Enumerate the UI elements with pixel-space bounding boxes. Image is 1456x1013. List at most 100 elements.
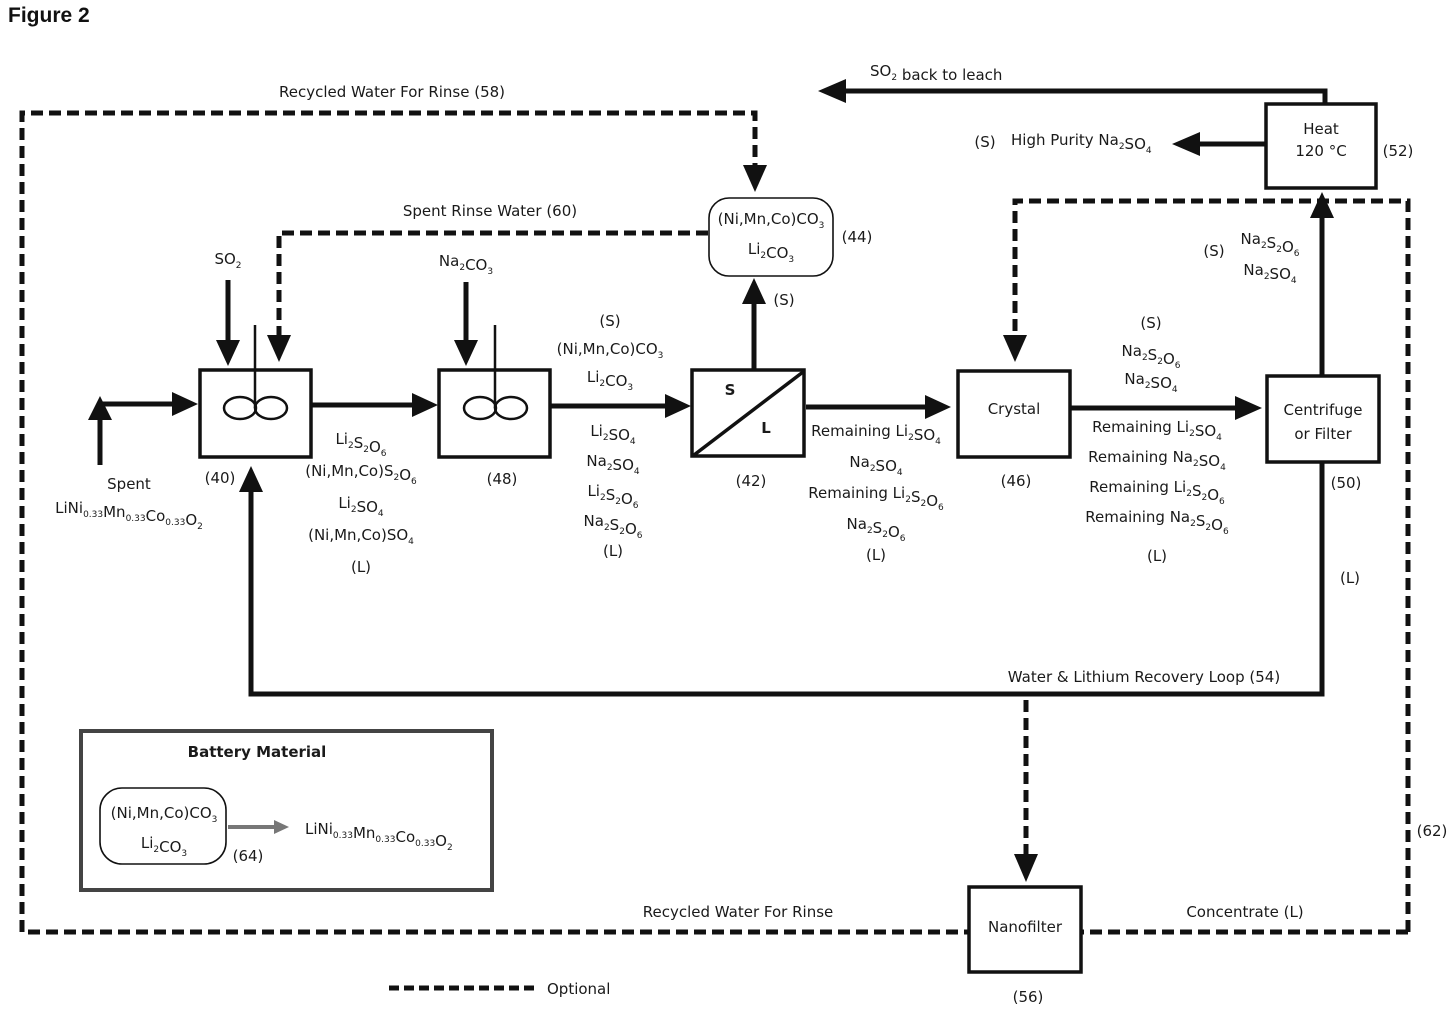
heat-name-line-1: 120 °C <box>1295 142 1346 160</box>
battery-product-label: LiNi0.33Mn0.33Co0.33O2 <box>305 820 453 853</box>
arrowhead-high-purity <box>1172 132 1200 156</box>
precip-out-solid-stream-0: (S) <box>599 312 620 330</box>
arrowhead-spent-up <box>88 396 112 420</box>
precip-out-liquid-stream-3: Na2S2O6 <box>584 512 643 541</box>
arrowhead-to-leach <box>172 392 198 416</box>
ref-52-label: (52) <box>1383 142 1414 160</box>
ref-64-label: (64) <box>233 847 264 865</box>
recycle-line-62 <box>1012 198 1411 932</box>
ref-50-label: (50) <box>1331 474 1362 492</box>
arrowhead-to-centrifuge <box>1235 396 1262 420</box>
high-purity-label: High Purity Na2SO4 <box>1011 131 1152 156</box>
spent-label: Spent <box>107 475 151 493</box>
precip-out-solid-stream-1: (Ni,Mn,Co)CO3 <box>557 340 664 361</box>
precursor-box-64 <box>99 787 227 865</box>
heat-name-line-0: Heat <box>1303 120 1339 138</box>
leach-out-stream-0: Li2S2O6 <box>335 430 386 459</box>
recycled-rinse-line-58 <box>19 110 1408 935</box>
arrowhead-to-crystal-46 <box>1003 335 1027 362</box>
crystal-out-solid-stream-0: (S) <box>1140 314 1161 332</box>
ref-48-label: (48) <box>487 470 518 488</box>
crystal-out-liquid-stream-4: (L) <box>1147 547 1167 565</box>
leach-out-stream-2: Li2SO4 <box>338 494 384 519</box>
battery-material-box <box>79 729 494 892</box>
so2-back-label: SO2 back to leach <box>870 62 1002 84</box>
ref-56-label: (56) <box>1013 988 1044 1006</box>
water-lithium-loop-line <box>248 462 1325 697</box>
crystal-out-liquid-stream-2: Remaining Li2S2O6 <box>1089 478 1225 507</box>
precip-out-liquid-stream-1: Na2SO4 <box>586 452 639 477</box>
figure-title: Figure 2 <box>8 4 90 27</box>
separator-l-label: L <box>761 419 771 437</box>
separator-solid-label: (S) <box>773 291 794 309</box>
separator-s-label: S <box>725 381 736 399</box>
crystal-out-liquid-stream-1: Remaining Na2SO4 <box>1088 448 1226 473</box>
nanofilter-name-label: Nanofilter <box>988 918 1063 936</box>
ref-46-label: (46) <box>1001 472 1032 490</box>
centrifuge-liquid-label: (L) <box>1340 569 1360 587</box>
arrowhead-so2 <box>216 340 240 366</box>
legend-optional-label: Optional <box>547 980 610 998</box>
spent-rinse-line-60 <box>276 230 708 340</box>
leach-out-stream-1: (Ni,Mn,Co)S2O6 <box>305 462 417 487</box>
product-44-line-0: (Ni,Mn,Co)CO3 <box>718 210 825 231</box>
high-purity-phase-label: (S) <box>974 133 995 151</box>
concentrate-label: Concentrate (L) <box>1186 903 1303 921</box>
battery-precursor-line-1: Li2CO3 <box>141 834 187 859</box>
ref-42-label: (42) <box>736 472 767 490</box>
leach-reactor-40 <box>198 325 313 459</box>
recycled-rinse-bottom-label: Recycled Water For Rinse <box>643 903 834 921</box>
spent-feed-line <box>97 401 175 465</box>
nanofilter-56 <box>967 885 1083 974</box>
recycled-rinse-58-label: Recycled Water For Rinse (58) <box>279 83 505 101</box>
product-box-44 <box>708 197 834 277</box>
spent-rinse-60-label: Spent Rinse Water (60) <box>403 202 577 220</box>
centrifuge-solid-label: (S) <box>1203 242 1224 260</box>
arrowhead-so2-back <box>818 79 846 103</box>
arrowhead-to-leach-40 <box>267 335 291 362</box>
product-44-line-1: Li2CO3 <box>748 240 794 265</box>
precip-out-solid-stream-2: Li2CO3 <box>587 368 633 393</box>
leach-out-stream-4: (L) <box>351 558 371 576</box>
heat-52 <box>1264 102 1378 190</box>
ref-62-label: (62) <box>1417 822 1448 840</box>
arrowhead-to-separator <box>665 394 691 418</box>
battery-precursor-line-0: (Ni,Mn,Co)CO3 <box>111 804 218 825</box>
arrowhead-loop-to-leach <box>239 466 263 492</box>
arrowhead-to-product-44 <box>743 165 767 192</box>
ref-40-label: (40) <box>205 469 236 487</box>
arrowhead-to-crystal <box>925 395 951 419</box>
centrifuge-50 <box>1265 374 1381 464</box>
arrowhead-to-heat <box>1310 192 1334 218</box>
na2co3-input-label: Na2CO3 <box>439 252 493 277</box>
separator-out-liquid-stream-1: Na2SO4 <box>849 453 902 478</box>
crystal-out-solid-stream-1: Na2S2O6 <box>1122 342 1181 371</box>
separator-out-liquid-stream-2: Remaining Li2S2O6 <box>808 484 944 513</box>
arrowhead-to-product <box>742 278 766 304</box>
centrifuge-up-stream-1: Na2SO4 <box>1243 261 1296 286</box>
centrifuge-up-stream-0: Na2S2O6 <box>1241 230 1300 259</box>
crystal-out-liquid-stream-0: Remaining Li2SO4 <box>1092 418 1222 443</box>
separator-out-liquid-stream-3: Na2S2O6 <box>847 515 906 544</box>
crystal-out-liquid-stream-3: Remaining Na2S2O6 <box>1085 508 1229 537</box>
water-lithium-loop-label: Water & Lithium Recovery Loop (54) <box>1008 668 1280 686</box>
spent-formula-label: LiNi0.33Mn0.33Co0.33O2 <box>55 499 203 532</box>
arrowhead-to-precip <box>412 393 438 417</box>
separator-out-liquid-stream-0: Remaining Li2SO4 <box>811 422 941 447</box>
so2-back-line <box>842 88 1328 104</box>
crystal-out-solid-stream-2: Na2SO4 <box>1124 370 1177 395</box>
leach-out-stream-3: (Ni,Mn,Co)SO4 <box>308 526 414 547</box>
precip-out-liquid-stream-0: Li2SO4 <box>590 422 636 447</box>
crystallizer-46 <box>956 369 1072 459</box>
so2-input-label: SO2 <box>214 250 241 271</box>
centrifuge-name-line-1: or Filter <box>1294 425 1352 443</box>
battery-material-title: Battery Material <box>188 743 327 761</box>
crystal-name-label: Crystal <box>988 400 1041 418</box>
solid-liquid-separator-42 <box>690 368 806 458</box>
centrifuge-name-line-0: Centrifuge <box>1284 401 1363 419</box>
precipitation-reactor-48 <box>437 325 552 459</box>
precip-out-liquid-stream-2: Li2S2O6 <box>587 482 638 511</box>
ref-44-label: (44) <box>842 228 873 246</box>
arrowhead-to-nanofilter <box>1014 854 1038 882</box>
